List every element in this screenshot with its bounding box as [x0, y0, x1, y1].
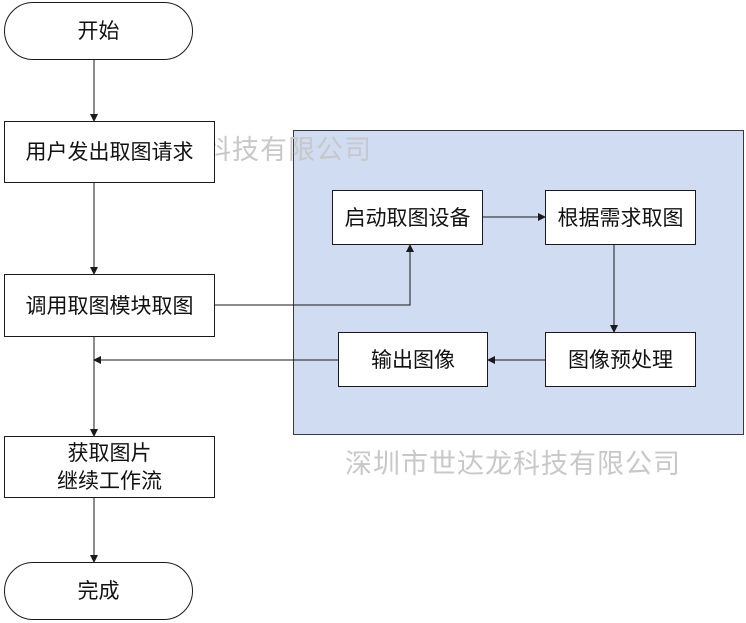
capture-node: 根据需求取图	[545, 190, 696, 245]
start-device-node: 启动取图设备	[332, 190, 483, 245]
preprocess-node: 图像预处理	[545, 332, 696, 387]
output-node: 输出图像	[338, 332, 488, 387]
get-image-node: 获取图片 继续工作流	[4, 436, 215, 498]
finish-node: 完成	[4, 562, 193, 620]
arrow-call-to-start-device	[215, 244, 414, 306]
get-image-line1: 获取图片	[67, 441, 152, 465]
get-image-line2: 继续工作流	[57, 469, 162, 493]
start-node: 开始	[4, 2, 193, 60]
request-node: 用户发出取图请求	[4, 121, 215, 183]
call-module-node: 调用取图模块取图	[4, 274, 215, 337]
